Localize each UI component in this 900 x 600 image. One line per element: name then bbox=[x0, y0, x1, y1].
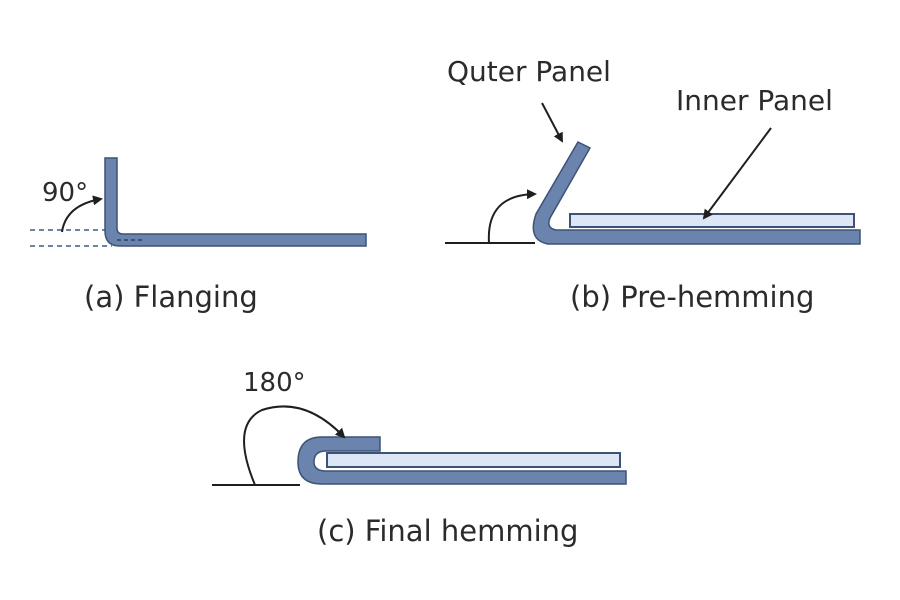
angle-arc-90 bbox=[61, 195, 103, 233]
outer-panel bbox=[532, 141, 861, 245]
inner-panel-hemmed bbox=[326, 452, 621, 468]
pre-hemming-diagram bbox=[445, 102, 861, 245]
outer-panel-leader-arrow bbox=[541, 102, 563, 143]
original-sheet-dashed-outline bbox=[30, 229, 112, 247]
angle-label-180: 180° bbox=[243, 368, 306, 398]
flanging-diagram bbox=[30, 157, 367, 247]
caption-flanging: (a) Flanging bbox=[84, 280, 258, 314]
caption-pre-hemming: (b) Pre-hemming bbox=[570, 280, 815, 314]
flanged-sheet bbox=[104, 157, 367, 247]
inner-panel-label: Inner Panel bbox=[676, 84, 833, 117]
caption-final-hemming: (c) Final hemming bbox=[317, 514, 579, 548]
folded-outer-panel bbox=[297, 436, 627, 485]
angle-label-90: 90° bbox=[42, 178, 89, 208]
inner-panel-leader-arrow bbox=[702, 127, 772, 220]
angle-arc-180 bbox=[243, 405, 346, 486]
inner-panel bbox=[569, 213, 855, 228]
final-hemming-diagram bbox=[212, 405, 627, 486]
outer-panel-label: Quter Panel bbox=[447, 55, 611, 88]
angle-arc-b bbox=[487, 189, 537, 244]
